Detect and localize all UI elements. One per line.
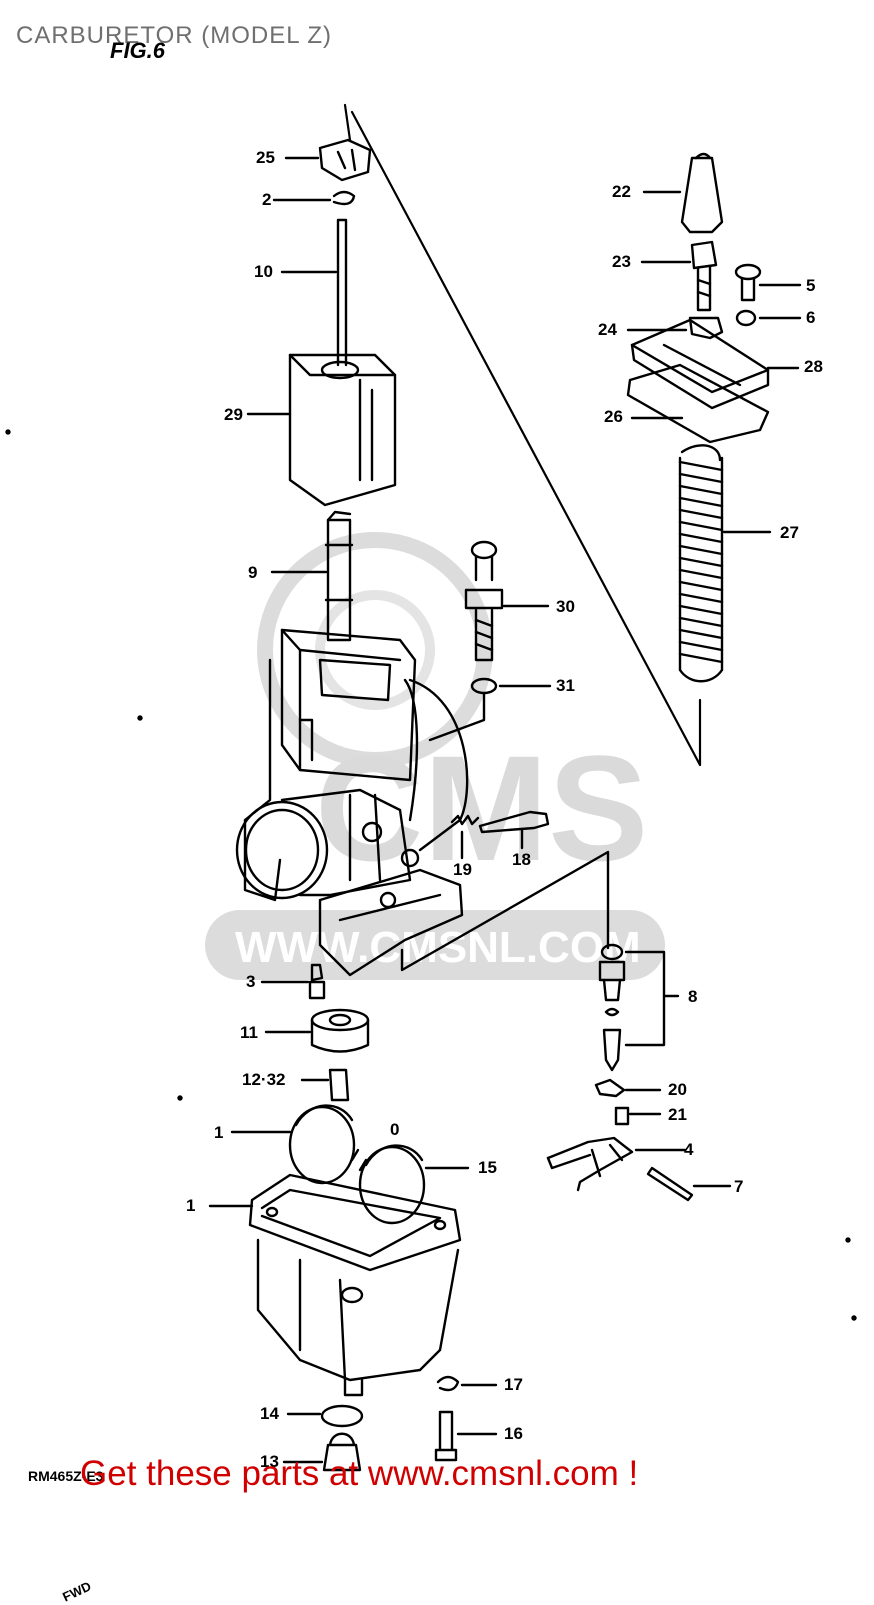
part-label: 9 [248, 563, 258, 582]
figure-number: FIG.6 [110, 38, 166, 63]
part-8-needle-valve [598, 943, 626, 1072]
part-21-screw [614, 1106, 630, 1126]
part-11-baffle [310, 1008, 370, 1053]
part-label: 24 [598, 320, 617, 339]
part-label: 29 [224, 405, 243, 424]
part-label: 16 [504, 1424, 523, 1443]
part-6-lock-washer [735, 309, 757, 327]
part-label: 20 [668, 1080, 687, 1099]
part-28-top-cap [630, 318, 770, 410]
part-17-clip [436, 1375, 460, 1392]
part-7-pin [646, 1166, 694, 1202]
part-label: 13 [260, 1452, 279, 1471]
part-label: 10 [254, 262, 273, 281]
cmsnl-watermark: CMS WWW.CMSNL.COM [205, 532, 665, 980]
carburetor-body [235, 628, 469, 977]
part-label: 7 [734, 1177, 744, 1196]
part-4-float-arm [546, 1136, 634, 1192]
part-24-nut [688, 316, 724, 340]
part-3-pilot-jet [308, 963, 326, 1000]
part-label: 6 [806, 308, 816, 327]
part-27-spring [678, 444, 724, 683]
part-label: 27 [780, 523, 799, 542]
part-label: 0 [390, 1120, 400, 1139]
part-20-clip [594, 1078, 626, 1098]
part-label: 18 [512, 850, 531, 869]
part-label: 21 [668, 1105, 687, 1124]
part-label: 28 [804, 357, 823, 376]
part-23-cable-adjuster [690, 240, 718, 312]
part-label: 14 [260, 1404, 279, 1423]
part-label: 30 [556, 597, 575, 616]
part-31-o-ring [470, 677, 498, 695]
part-label: 11 [240, 1023, 258, 1042]
part-label: 15 [478, 1158, 497, 1177]
part-label: 25 [256, 148, 275, 167]
part-label: 31 [556, 676, 575, 695]
part-13-drain-plug [322, 1432, 362, 1472]
part-26-gasket [626, 363, 770, 444]
part-label: 4 [684, 1140, 694, 1159]
part-float-left [288, 1104, 356, 1185]
part-30-air-screw [464, 540, 504, 662]
part-18-pilot-screw [478, 810, 550, 834]
fwd-label: FWD [60, 1578, 94, 1605]
part-29-throttle-valve [288, 353, 397, 507]
part-22-rubber-cap [680, 156, 724, 234]
watermark-bottom-text: WWW.CMSNL.COM [235, 923, 641, 972]
part-12-main-jet [328, 1068, 350, 1102]
part-label: 5 [806, 276, 816, 295]
part-label: 12·32 [242, 1070, 286, 1089]
part-label: 23 [612, 252, 631, 271]
part-label: 2 [262, 190, 272, 209]
part-label: 17 [504, 1375, 523, 1394]
footer-link[interactable]: Get these parts at www.cmsnl.com ! [80, 1454, 639, 1493]
part-label: 22 [612, 182, 631, 201]
part-14-gasket [320, 1404, 364, 1428]
page-title: CARBURETOR (MODEL Z) [16, 22, 333, 49]
part-label: 8 [688, 987, 698, 1006]
part-label: 26 [604, 407, 623, 426]
part-label: 3 [246, 972, 256, 991]
part-label: 1 [186, 1196, 196, 1215]
part-25-throttle-stop [318, 138, 372, 182]
part-19-spring [450, 814, 480, 826]
watermark-top-text: CMS [315, 724, 648, 892]
part-10-needle [336, 218, 348, 367]
part-16-screw [434, 1410, 458, 1462]
diagram-code: RM465Z-E3 [28, 1468, 104, 1484]
carburetor-diagram [5, 103, 857, 1472]
part-15-float-right [358, 1144, 426, 1225]
part-2-e-ring [332, 190, 356, 206]
part-5-screw [734, 263, 762, 302]
part-label: 1 [214, 1123, 224, 1142]
part-1-float-chamber [248, 1173, 462, 1397]
part-9-needle-jet [324, 510, 354, 642]
part-label: 19 [453, 860, 472, 879]
